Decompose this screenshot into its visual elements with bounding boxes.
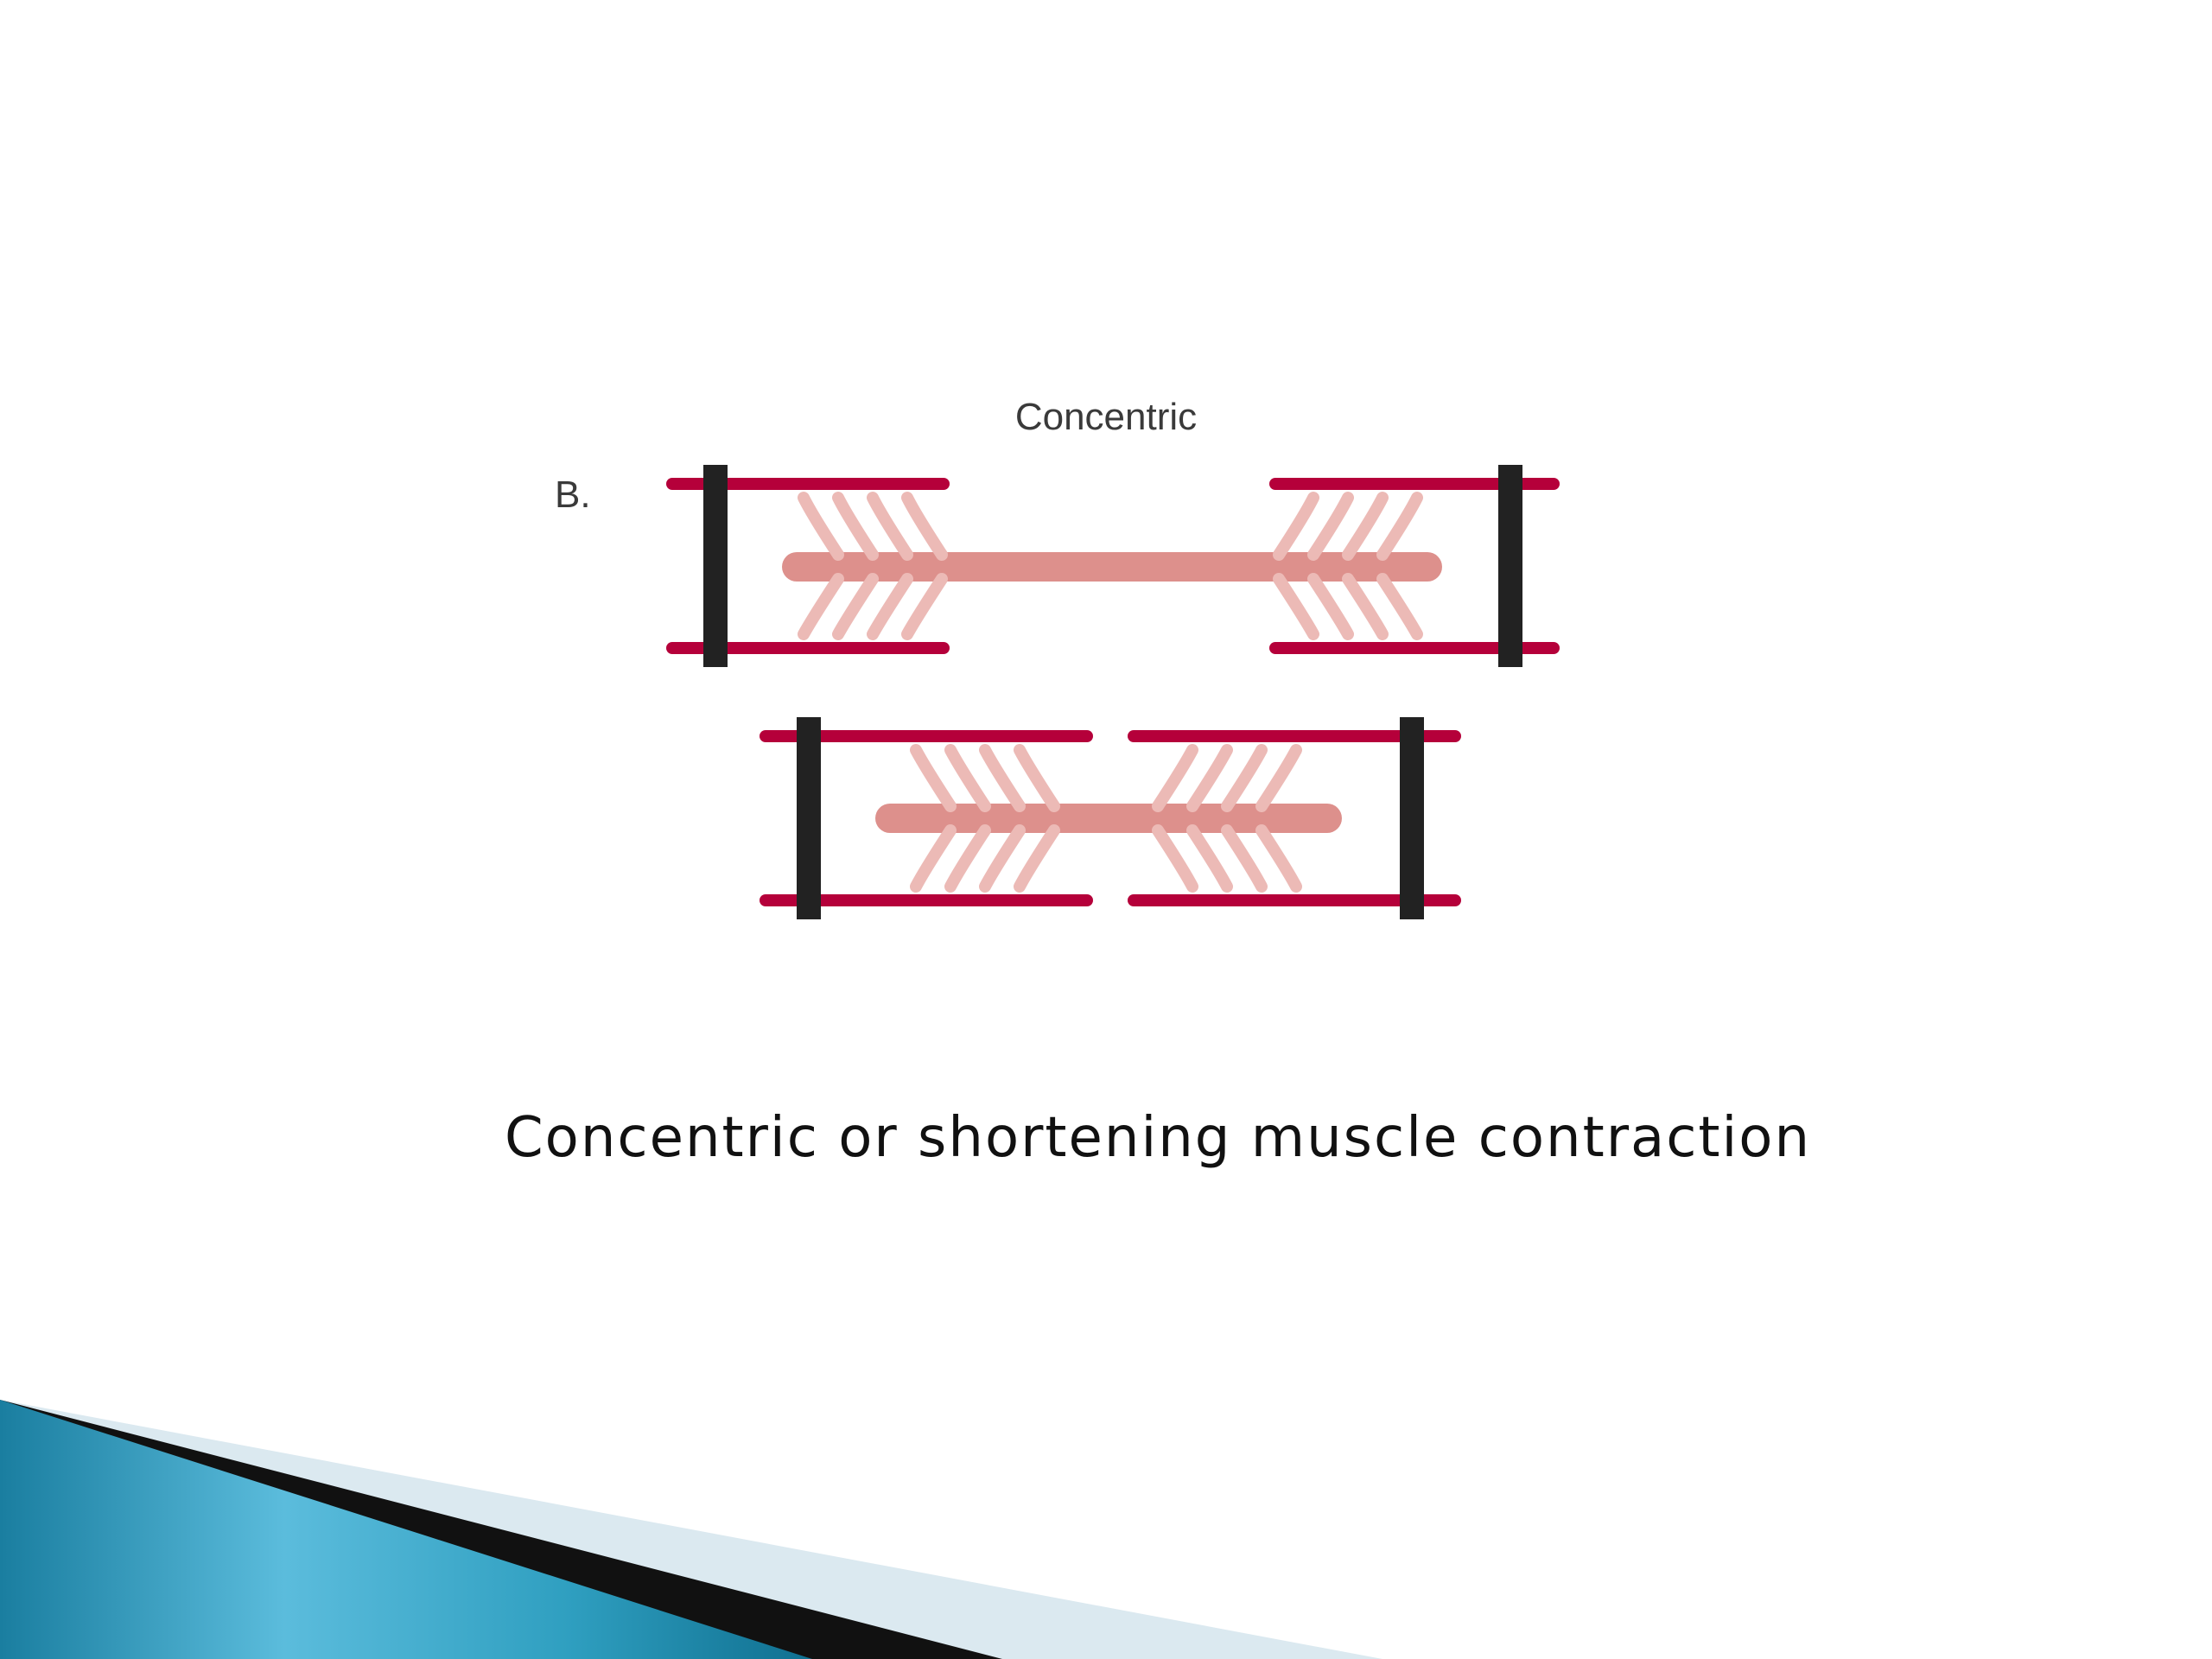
cross-bridge-lower — [832, 573, 879, 640]
cross-bridge-lower — [1014, 824, 1060, 893]
cross-bridge-lower — [910, 824, 957, 893]
cross-bridge-lower — [1152, 824, 1198, 893]
cross-bridge-lower — [1255, 824, 1302, 893]
cross-bridge-upper — [901, 492, 948, 561]
cross-bridge-upper — [1342, 492, 1389, 561]
cross-bridge-upper — [1273, 492, 1319, 561]
cross-bridge-lower — [867, 573, 913, 640]
cross-bridge-upper — [1307, 492, 1354, 561]
cross-bridge-lower — [1307, 573, 1354, 640]
cross-bridge-upper — [832, 492, 879, 561]
cross-bridge-upper — [944, 744, 991, 812]
cross-bridge-lower — [798, 573, 844, 640]
cross-bridge-lower — [1273, 573, 1319, 640]
cross-bridge-lower — [1342, 573, 1389, 640]
cross-bridge-upper — [979, 744, 1026, 812]
slide-caption: Concentric or shortening muscle contract… — [504, 1106, 1812, 1170]
cross-bridge-upper — [1255, 744, 1302, 812]
panel-label: B. — [555, 474, 591, 516]
cross-bridge-lower — [1221, 824, 1268, 893]
sarcomere-relaxed — [666, 465, 1560, 667]
cross-bridge-lower — [944, 824, 991, 893]
cross-bridge-lower — [901, 573, 948, 640]
cross-bridge-lower — [979, 824, 1026, 893]
diagram-title: Concentric — [1014, 396, 1198, 438]
cross-bridge-lower — [1376, 573, 1423, 640]
cross-bridge-upper — [798, 492, 844, 561]
cross-bridge-upper — [910, 744, 957, 812]
cross-bridge-upper — [1376, 492, 1423, 561]
cross-bridge-upper — [1186, 744, 1233, 812]
cross-bridge-upper — [1014, 744, 1060, 812]
cross-bridge-lower — [1186, 824, 1233, 893]
decor-teal-band — [0, 1400, 812, 1659]
sarcomere-contracted — [760, 717, 1461, 919]
cross-bridge-upper — [1221, 744, 1268, 812]
cross-bridge-upper — [867, 492, 913, 561]
cross-bridge-upper — [1152, 744, 1198, 812]
